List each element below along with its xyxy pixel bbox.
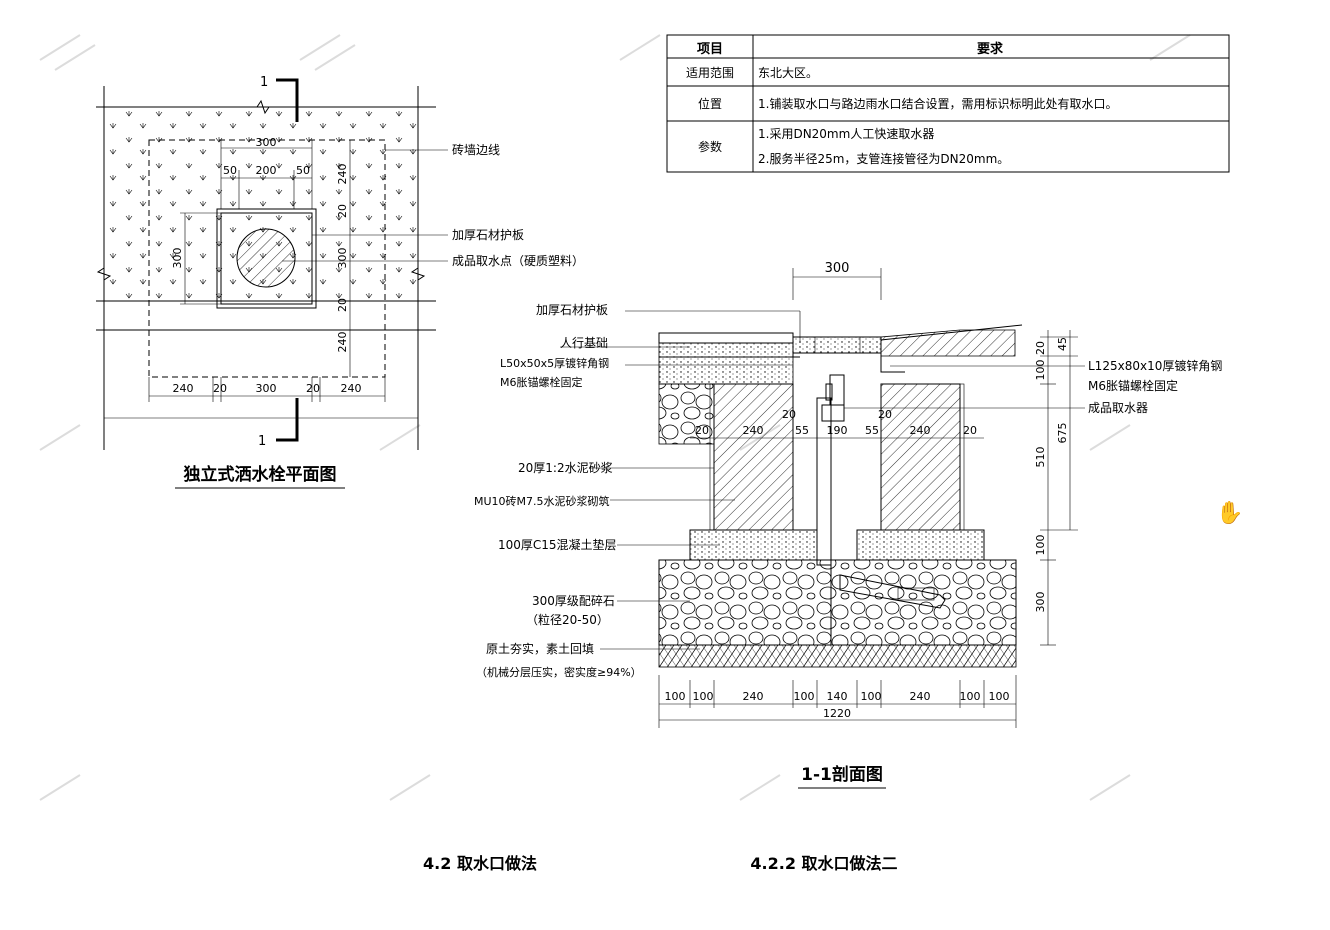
plan-dim-300-left: 300 (171, 248, 184, 269)
section-label-brick: MU10砖M7.5水泥砂浆砌筑 (474, 494, 610, 508)
plan-dim-300-right: 300 (336, 248, 349, 269)
section-dim-in-55b: 55 (865, 424, 879, 437)
section-dim-in-20c: 20 (878, 408, 892, 421)
section-dim-20: 20 (1034, 341, 1047, 355)
section-dim-b240b: 240 (910, 690, 931, 703)
section-label-anchor-bolt-left: M6胀锚螺栓固定 (500, 375, 583, 389)
section-label-anchor-bolt-right: M6胀锚螺栓固定 (1088, 378, 1178, 393)
section-view: 300 (474, 261, 1222, 789)
section-dim-in-240a: 240 (743, 424, 764, 437)
plan-dim-50-right: 50 (296, 164, 310, 177)
plan-dim-240-right-bot: 240 (336, 332, 349, 353)
caption-right: 4.2.2 取水口做法二 (750, 854, 897, 873)
section-dim-total: 1220 (823, 707, 851, 720)
section-dim-top-300: 300 (825, 261, 850, 276)
plan-dim-bottom-240-left: 240 (173, 382, 194, 395)
plan-dim-20-b: 20 (336, 298, 349, 312)
table-header-item: 项目 (697, 42, 723, 57)
section-dim-in-20d: 20 (963, 424, 977, 437)
section-label-gravel: 300厚级配碎石 (532, 593, 615, 608)
table-row-scope-item: 适用范围 (686, 66, 734, 80)
section-label-concrete: 100厚C15混凝土垫层 (498, 537, 617, 552)
section-dim-b100f: 100 (989, 690, 1010, 703)
section-dim-b100b: 100 (693, 690, 714, 703)
plan-title: 独立式洒水栓平面图 (184, 464, 337, 485)
section-label-gravel-size: （粒径20-50） (526, 612, 609, 627)
section-title: 1-1剖面图 (801, 764, 883, 785)
section-dim-in-55a: 55 (795, 424, 809, 437)
table-row-param-item: 参数 (698, 139, 722, 154)
plan-dim-20-a: 20 (336, 204, 349, 218)
caption-left: 4.2 取水口做法 (423, 854, 537, 873)
table-row-position-text: 1.铺装取水口与路边雨水口结合设置，需用标识标明此处有取水口。 (758, 96, 1117, 111)
plan-dim-240-right-top: 240 (336, 164, 349, 185)
plan-dim-300-top: 300 (256, 136, 277, 149)
requirements-table: 项目 要求 适用范围 东北大区。 位置 1.铺装取水口与路边雨水口结合设置，需用… (666, 34, 1230, 173)
section-dim-b100a: 100 (665, 690, 686, 703)
section-dim-510: 510 (1034, 447, 1047, 468)
section-dim-in-190: 190 (827, 424, 848, 437)
table-row-param-line2: 2.服务半径25m，支管连接管径为DN20mm。 (758, 151, 1009, 166)
section-label-compaction: （机械分层压实，密实度≥94%） (476, 665, 642, 679)
section-dim-675: 675 (1056, 423, 1069, 444)
section-dim-b100d: 100 (861, 690, 882, 703)
plan-dim-bottom-20-left: 20 (213, 382, 227, 395)
plan-dim-bottom-240-right: 240 (341, 382, 362, 395)
section-label-angle-steel-left: L50x50x5厚镀锌角钢 (500, 356, 609, 370)
section-label-angle-steel-right: L125x80x10厚镀锌角钢 (1088, 359, 1222, 373)
section-dim-b100c: 100 (794, 690, 815, 703)
section-dim-100-b: 100 (1034, 535, 1047, 556)
section-dim-b140: 140 (827, 690, 848, 703)
plan-dim-bottom-300: 300 (256, 382, 277, 395)
section-dim-300-right: 300 (1034, 592, 1047, 613)
section-dim-b100e: 100 (960, 690, 981, 703)
plan-label-stone-cover: 加厚石材护板 (452, 228, 524, 242)
plan-dim-50-left: 50 (223, 164, 237, 177)
hand-cursor-icon: ✋ (1216, 501, 1244, 526)
section-label-soil: 原土夯实，素土回填 (486, 641, 594, 656)
section-label-hydrant: 成品取水器 (1088, 401, 1148, 415)
watermark (39, 34, 1191, 801)
table-row-position-item: 位置 (698, 96, 722, 111)
table-row-param-line1: 1.采用DN20mm人工快速取水器 (758, 127, 934, 141)
section-dim-in-20b: 20 (782, 408, 796, 421)
section-dim-in-20a: 20 (695, 424, 709, 437)
section-dim-100: 100 (1034, 360, 1047, 381)
plan-section-mark-bottom: 1 (258, 434, 266, 449)
section-dim-45: 45 (1056, 337, 1069, 351)
section-dim-in-240b: 240 (910, 424, 931, 437)
section-label-mortar: 20厚1:2水泥砂浆 (518, 460, 613, 475)
plan-label-water-point: 成品取水点（硬质塑料） (452, 253, 584, 268)
table-row-scope-text: 东北大区。 (758, 66, 818, 80)
plan-dim-bottom-20-right: 20 (306, 382, 320, 395)
section-label-sidewalk-base: 人行基础 (560, 336, 608, 350)
table-header-requirement: 要求 (977, 41, 1004, 57)
plan-view: 1 1 300 50 200 50 240 20 300 20 240 300 … (96, 75, 584, 489)
section-label-stone-cover: 加厚石材护板 (536, 303, 608, 317)
plan-label-brick-edge: 砖墙边线 (452, 142, 500, 157)
plan-dim-200: 200 (256, 164, 277, 177)
section-dim-b240a: 240 (743, 690, 764, 703)
plan-section-mark-top: 1 (260, 75, 268, 90)
